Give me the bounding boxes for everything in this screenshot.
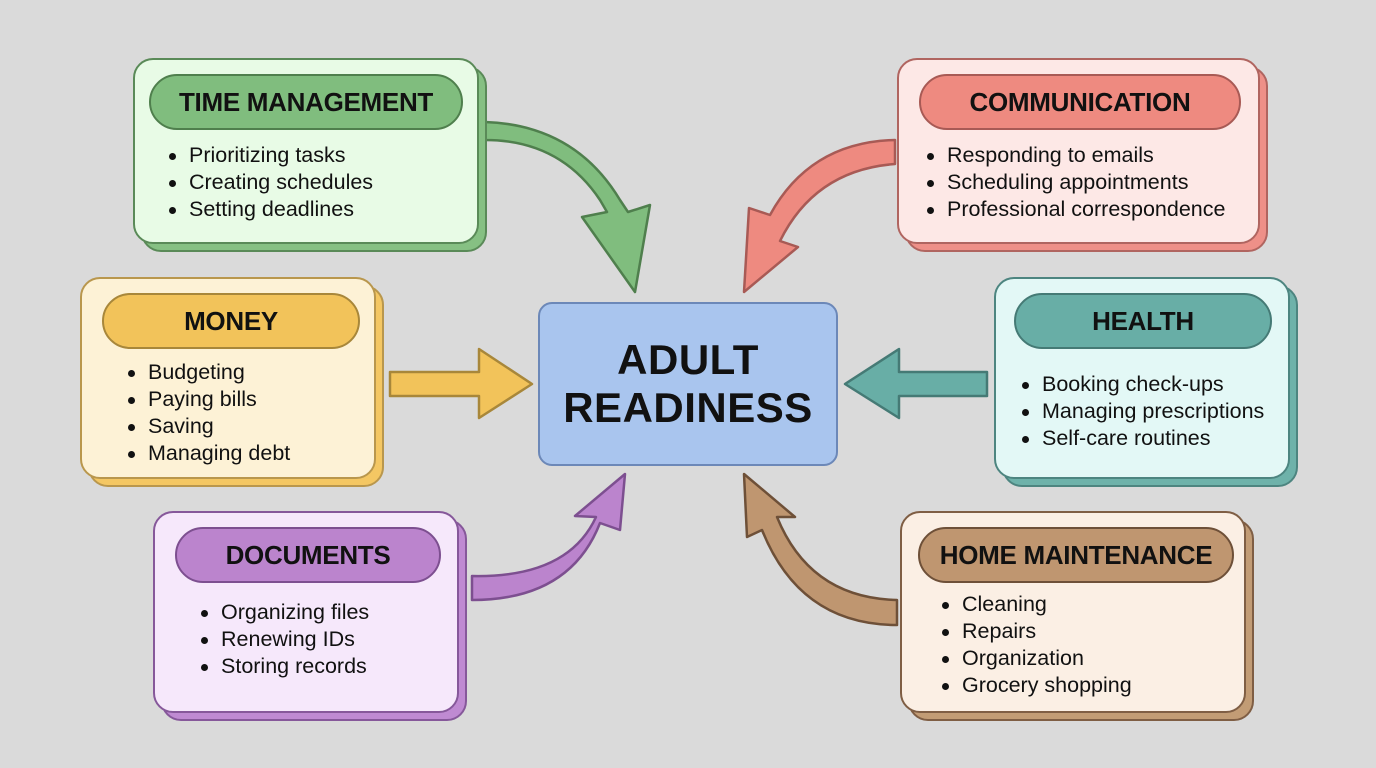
center-title-line1: ADULT <box>617 336 759 383</box>
card-title: DOCUMENTS <box>225 539 391 570</box>
list-item: Managing prescriptions <box>1020 398 1264 425</box>
list-item: Creating schedules <box>167 169 373 196</box>
card-title-pill: TIME MANAGEMENT <box>149 74 463 130</box>
card-item-list: Booking check-ups Managing prescriptions… <box>1020 371 1264 452</box>
list-item: Prioritizing tasks <box>167 142 373 169</box>
list-item: Storing records <box>199 653 369 680</box>
arrow-home-maintenance <box>742 472 899 627</box>
list-item: Grocery shopping <box>940 672 1132 699</box>
list-item: Cleaning <box>940 591 1132 618</box>
list-item: Organization <box>940 645 1132 672</box>
list-item: Budgeting <box>126 359 290 386</box>
list-item: Renewing IDs <box>199 626 369 653</box>
card-title-pill: COMMUNICATION <box>919 74 1241 130</box>
card-title: COMMUNICATION <box>969 86 1191 117</box>
card-title: HOME MAINTENANCE <box>939 539 1213 570</box>
card-title-pill: HOME MAINTENANCE <box>918 527 1234 583</box>
card-title-pill: DOCUMENTS <box>175 527 441 583</box>
list-item: Paying bills <box>126 386 290 413</box>
list-item: Responding to emails <box>925 142 1225 169</box>
list-item: Managing debt <box>126 440 290 467</box>
center-title-line2: READINESS <box>563 384 813 431</box>
card-item-list: Responding to emails Scheduling appointm… <box>925 142 1225 223</box>
card-title: HEALTH <box>1092 305 1194 336</box>
card-documents: DOCUMENTS Organizing files Renewing IDs … <box>153 511 467 721</box>
card-title-pill: HEALTH <box>1014 293 1272 349</box>
card-communication: COMMUNICATION Responding to emails Sched… <box>897 58 1268 252</box>
card-health: HEALTH Booking check-ups Managing prescr… <box>994 277 1298 487</box>
list-item: Setting deadlines <box>167 196 373 223</box>
card-time-management: TIME MANAGEMENT Prioritizing tasks Creat… <box>133 58 487 252</box>
list-item: Repairs <box>940 618 1132 645</box>
card-title-pill: MONEY <box>102 293 360 349</box>
center-node-adult-readiness: ADULT READINESS <box>538 302 838 466</box>
card-money: MONEY Budgeting Paying bills Saving Mana… <box>80 277 384 487</box>
list-item: Scheduling appointments <box>925 169 1225 196</box>
arrow-documents <box>470 472 627 602</box>
list-item: Professional correspondence <box>925 196 1225 223</box>
arrow-communication <box>742 138 897 294</box>
card-item-list: Budgeting Paying bills Saving Managing d… <box>126 359 290 467</box>
card-home-maintenance: HOME MAINTENANCE Cleaning Repairs Organi… <box>900 511 1254 721</box>
list-item: Organizing files <box>199 599 369 626</box>
card-item-list: Organizing files Renewing IDs Storing re… <box>199 599 369 680</box>
arrow-money <box>388 347 534 420</box>
card-title: TIME MANAGEMENT <box>178 86 434 117</box>
arrow-time-management <box>483 120 652 294</box>
card-title: MONEY <box>184 305 278 336</box>
list-item: Booking check-ups <box>1020 371 1264 398</box>
list-item: Saving <box>126 413 290 440</box>
arrow-health <box>843 347 989 420</box>
card-item-list: Prioritizing tasks Creating schedules Se… <box>167 142 373 223</box>
list-item: Self-care routines <box>1020 425 1264 452</box>
card-item-list: Cleaning Repairs Organization Grocery sh… <box>940 591 1132 699</box>
